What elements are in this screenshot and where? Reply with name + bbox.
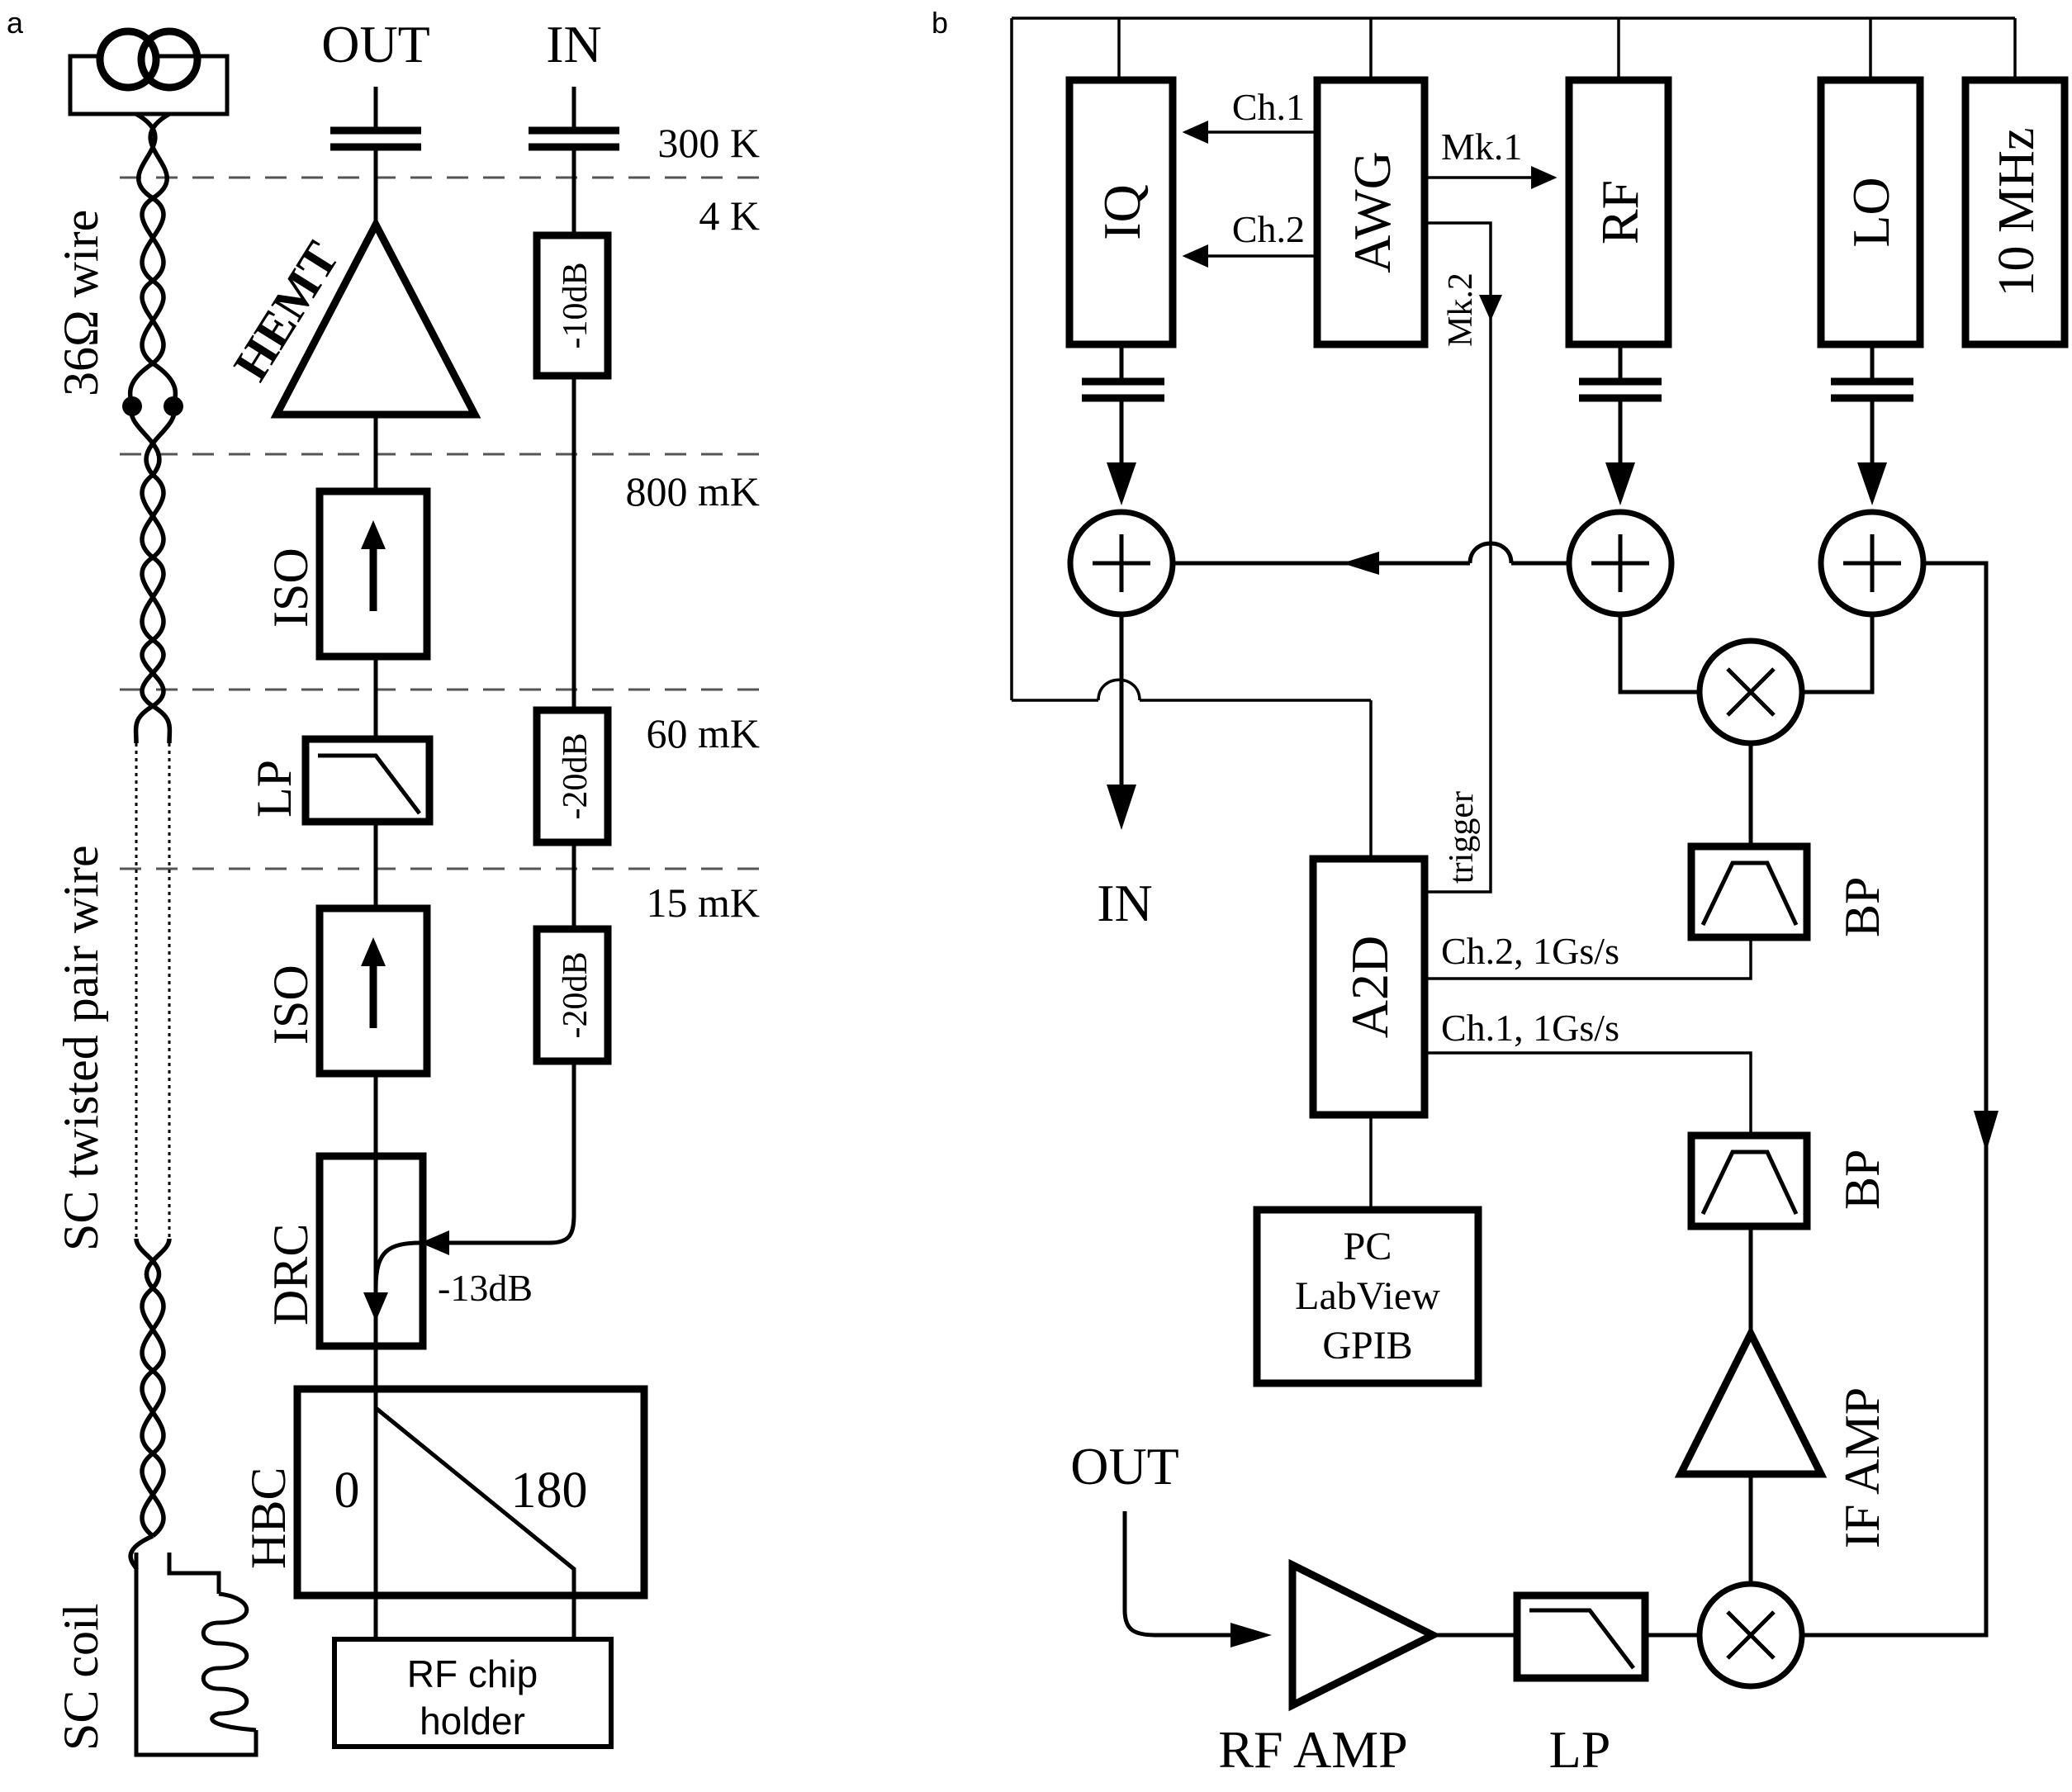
pc-box — [1253, 1206, 1482, 1387]
rf-source-box — [1565, 76, 1672, 348]
a2d-label: A2D — [1340, 936, 1399, 1038]
iq-label: IQ — [1093, 184, 1151, 240]
rf-output — [1579, 344, 1662, 505]
iso-label-1: ISO — [263, 548, 318, 628]
a2d-ch2-label: Ch.2, 1Gs/s — [1441, 930, 1619, 972]
wire-36-label: 36Ω wire — [54, 210, 108, 396]
coupler-value: -13dB — [438, 1267, 533, 1309]
att-2-label: -20dB — [557, 733, 595, 820]
lo-to-lower-mixer-line — [1802, 561, 1989, 1638]
panel-b-label: b — [932, 6, 948, 40]
current-source-icon — [68, 27, 230, 116]
chip-holder-line1: RF chip — [407, 1652, 538, 1695]
reference-bus — [1010, 17, 2017, 859]
rf-chip-holder — [332, 1637, 614, 1749]
hbc-label: HBC — [241, 1467, 296, 1569]
att-3-label: -20dB — [557, 952, 595, 1039]
temperature-stage-lines — [120, 176, 764, 870]
lowpass-filter-a — [301, 735, 434, 826]
hybrid-coupler — [293, 1385, 648, 1600]
lo-label: LO — [1842, 177, 1900, 247]
a2d-box — [1309, 855, 1429, 1119]
iq-box — [1065, 76, 1177, 348]
sc-twisted-pair-dotted — [128, 743, 172, 1570]
sc-coil-icon — [134, 1553, 258, 1757]
mixer-lower-icon — [1696, 1581, 1805, 1690]
directional-coupler — [315, 1152, 427, 1350]
rf-amplifier — [1288, 1558, 1442, 1712]
iq-output — [1082, 344, 1164, 505]
rf-split-to-mixer — [1618, 614, 1700, 695]
bp1-to-a2d-line — [1425, 937, 1752, 980]
bandpass-filter-1 — [1687, 842, 1811, 941]
bp-1-label: BP — [1835, 877, 1889, 937]
wire-sc-label: SC twisted pair wire — [54, 845, 108, 1251]
splitter-iq-icon — [1067, 509, 1176, 618]
twisted-pair-36ohm — [122, 111, 183, 744]
coil-label: SC coil — [54, 1604, 108, 1751]
temp-800mk: 800 mK — [626, 468, 761, 514]
lowpass-filter-b — [1513, 1591, 1649, 1682]
bp2-to-a2d-line — [1425, 1051, 1752, 1135]
temp-15mk: 15 mK — [647, 879, 761, 926]
rf-amp-label: RF AMP — [1218, 1720, 1407, 1779]
in-label-b: IN — [1097, 874, 1153, 932]
lp-label-b: LP — [1549, 1720, 1611, 1779]
if-amp-label: IF AMP — [1835, 1387, 1889, 1548]
lo-split-to-mixer — [1802, 614, 1875, 695]
trigger-label: trigger — [1443, 791, 1481, 884]
awg-mk1-label: Mk.1 — [1441, 126, 1522, 168]
rf-to-iq-line — [1173, 541, 1569, 575]
awg-ch1-label: Ch.1 — [1232, 86, 1305, 128]
awg-box — [1313, 76, 1429, 348]
trigger-line — [1425, 318, 1492, 894]
ref-10mhz-box — [1961, 76, 2069, 348]
awg-ch2-label: Ch.2 — [1232, 208, 1305, 250]
mixer-upper-icon — [1696, 638, 1805, 747]
chip-holder-line2: holder — [420, 1700, 525, 1742]
out-to-rf-amp-line — [1122, 1511, 1243, 1638]
iso-label-2: ISO — [263, 965, 318, 1045]
awg-mk2-label: Mk.2 — [1442, 273, 1480, 347]
pc-line2: LabView — [1295, 1274, 1440, 1318]
temp-300k: 300 K — [657, 120, 760, 166]
pc-line1: PC — [1344, 1225, 1392, 1268]
bp-2-label: BP — [1835, 1150, 1889, 1210]
out-label-a: OUT — [321, 15, 430, 73]
out-label-b: OUT — [1070, 1437, 1179, 1496]
lp-label-a: LP — [247, 760, 301, 818]
a2d-ch1-label: Ch.1, 1Gs/s — [1441, 1007, 1619, 1049]
lo-output — [1831, 344, 1913, 505]
in-label-a: IN — [546, 15, 602, 73]
drc-label: DRC — [263, 1224, 318, 1325]
panel-a-label: a — [7, 6, 24, 40]
ref-label: 10 MHz — [1989, 128, 2045, 297]
lowpass-filter-icon — [318, 753, 421, 815]
if-amplifier — [1674, 1325, 1828, 1478]
bandpass-filter-2 — [1687, 1131, 1811, 1230]
pc-line3: GPIB — [1322, 1324, 1412, 1368]
splitter-lo-icon — [1818, 509, 1927, 618]
hbc-port-180: 180 — [511, 1463, 588, 1519]
splitter-rf-icon — [1566, 509, 1675, 618]
awg-mk2-line — [1425, 221, 1502, 321]
awg-label: AWG — [1343, 151, 1401, 273]
temp-4k: 4 K — [699, 192, 760, 239]
hbc-port-0: 0 — [334, 1463, 360, 1519]
att-1-label: -10dB — [557, 263, 595, 349]
rf-label: RF — [1591, 180, 1649, 244]
temp-60mk: 60 mK — [647, 710, 761, 756]
